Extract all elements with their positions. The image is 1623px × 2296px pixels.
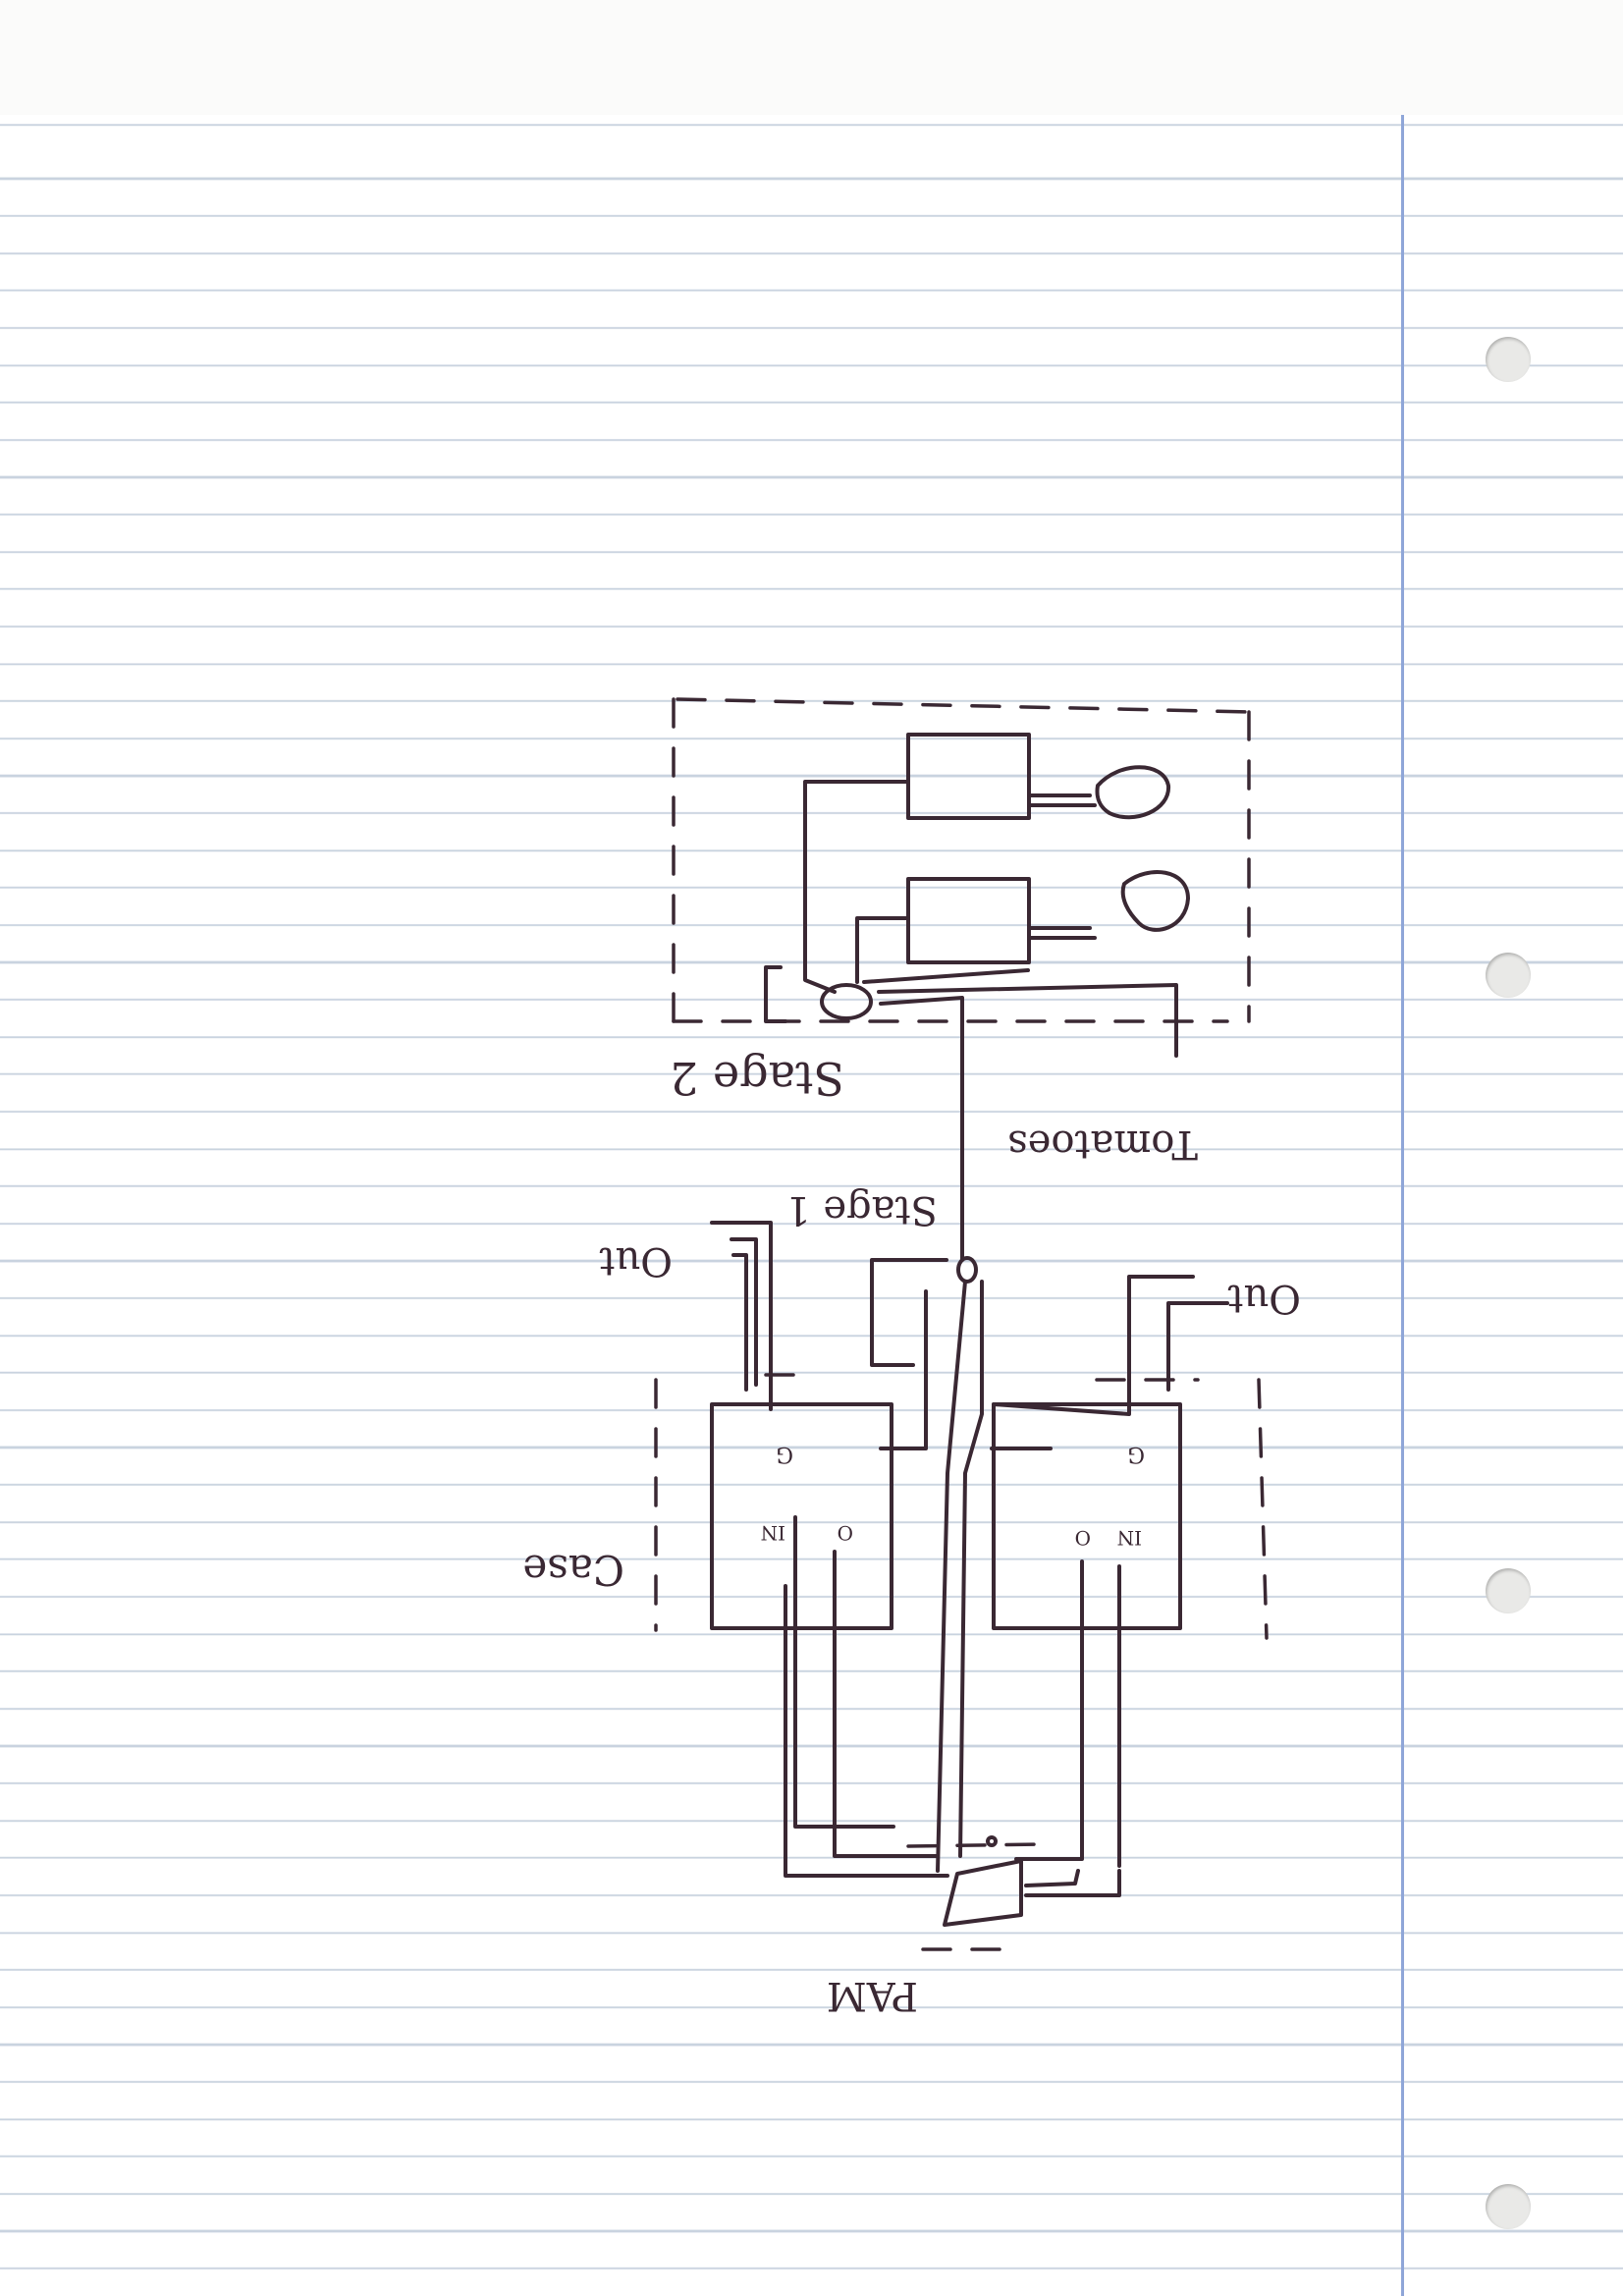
- stage2-relays: [803, 733, 1097, 994]
- left-module: [654, 1221, 940, 1858]
- stage1-connector: [870, 1256, 984, 1873]
- relay-box-1: [906, 733, 1031, 820]
- right-pin-out: O: [1075, 1526, 1091, 1550]
- relay-box-2: [906, 877, 1031, 964]
- label-tomatoes: Tomatoes: [1007, 1121, 1198, 1167]
- punch-hole-3: [1486, 1568, 1531, 1613]
- left-pin-g: G: [776, 1442, 793, 1466]
- label-out-left: Out: [599, 1238, 673, 1284]
- lamp-1: [1095, 765, 1171, 820]
- right-module: [990, 1275, 1269, 1868]
- page-header-strip: [0, 0, 1623, 115]
- stage2-connector: [764, 965, 1178, 1262]
- punch-hole-1: [1486, 337, 1531, 382]
- right-pin-g: G: [1127, 1442, 1145, 1466]
- label-stage2: Stage 2: [670, 1052, 844, 1105]
- label-case: Case: [522, 1546, 624, 1594]
- label-out-right: Out: [1227, 1276, 1301, 1321]
- label-pam: PAM: [827, 1973, 918, 2018]
- lamp-2: [1120, 870, 1190, 932]
- stage2-enclosure: [672, 697, 1251, 1023]
- punch-hole-2: [1486, 953, 1531, 998]
- ruled-paper: [0, 115, 1623, 2296]
- margin-line: [1401, 115, 1404, 2296]
- pam-box: [784, 1584, 1121, 1951]
- punch-hole-4: [1486, 2184, 1531, 2229]
- left-pin-out: O: [838, 1521, 853, 1545]
- label-stage1: Stage 1: [785, 1187, 938, 1232]
- left-pin-in: IN: [761, 1521, 785, 1545]
- right-pin-in: IN: [1117, 1526, 1142, 1550]
